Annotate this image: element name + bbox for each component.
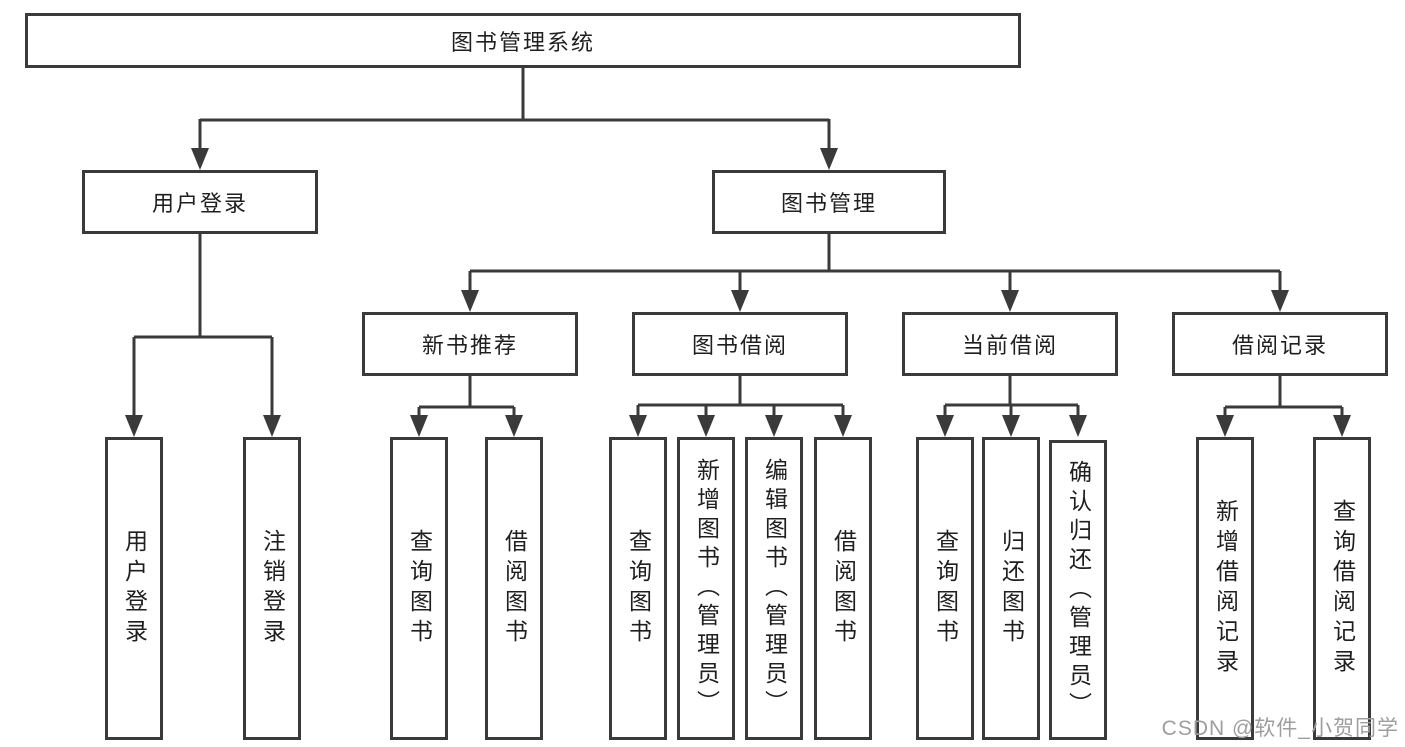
leaf-cb-return-books: 归还图书 (982, 437, 1040, 740)
leaf-cb-confirm-return-label: 确认归还（管理员） (1065, 459, 1092, 721)
node-current-borrowing-label: 当前借阅 (961, 333, 1058, 358)
node-root-label: 图书管理系统 (450, 29, 595, 55)
node-book-borrowing-label: 图书借阅 (691, 333, 788, 358)
leaf-bb-edit-books: 编辑图书（管理员） (745, 437, 803, 740)
node-root: 图书管理系统 (25, 13, 1021, 68)
csdn-watermark: CSDN @软件_小贺同学 (1161, 717, 1399, 740)
leaf-user-login-label: 用户登录 (121, 528, 148, 649)
leaf-logout-label: 注销登录 (259, 528, 286, 649)
leaf-bb-borrow-books: 借阅图书 (814, 437, 872, 740)
node-user-login-group-label: 用户登录 (151, 191, 248, 216)
node-borrowing-records: 借阅记录 (1172, 312, 1388, 376)
leaf-cb-query-books-label: 查询图书 (932, 528, 959, 649)
node-new-book-recommend-label: 新书推荐 (421, 333, 518, 358)
node-user-login-group: 用户登录 (82, 170, 318, 234)
node-book-borrowing: 图书借阅 (632, 312, 848, 376)
leaf-bb-borrow-books-label: 借阅图书 (830, 528, 857, 649)
leaf-cb-confirm-return: 确认归还（管理员） (1049, 440, 1107, 740)
leaf-nbr-query-books: 查询图书 (390, 437, 448, 740)
node-current-borrowing: 当前借阅 (902, 312, 1118, 376)
leaf-br-query-record: 查询借阅记录 (1313, 437, 1371, 740)
leaf-nbr-borrow-books-label: 借阅图书 (501, 528, 528, 649)
leaf-cb-return-books-label: 归还图书 (998, 528, 1025, 649)
node-book-management-label: 图书管理 (780, 191, 877, 216)
leaf-user-login: 用户登录 (105, 437, 163, 740)
leaf-bb-add-books-label: 新增图书（管理员） (693, 458, 720, 719)
leaf-br-add-record-label: 新增借阅记录 (1212, 498, 1239, 679)
leaf-nbr-query-books-label: 查询图书 (406, 528, 433, 649)
leaf-cb-query-books: 查询图书 (916, 437, 974, 740)
leaf-logout: 注销登录 (243, 437, 301, 740)
leaf-bb-add-books: 新增图书（管理员） (677, 437, 735, 740)
leaf-bb-query-books: 查询图书 (609, 437, 667, 740)
leaf-bb-edit-books-label: 编辑图书（管理员） (761, 458, 788, 719)
leaf-br-add-record: 新增借阅记录 (1196, 437, 1254, 740)
leaf-br-query-record-label: 查询借阅记录 (1329, 498, 1356, 679)
node-new-book-recommend: 新书推荐 (362, 312, 578, 376)
leaf-bb-query-books-label: 查询图书 (625, 528, 652, 649)
leaf-nbr-borrow-books: 借阅图书 (485, 437, 543, 740)
node-book-management: 图书管理 (712, 170, 946, 234)
node-borrowing-records-label: 借阅记录 (1231, 333, 1328, 358)
